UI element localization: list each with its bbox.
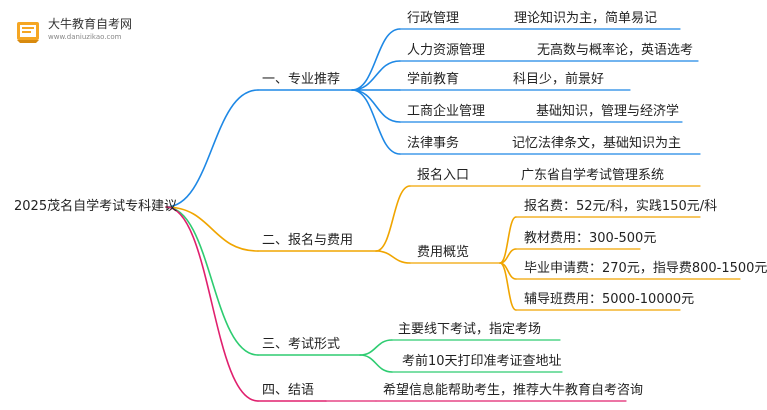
mindmap-canvas: 大牛教育自考网 www.daniuzikao.com 2025茂名自学考试专科建… <box>14 11 767 402</box>
major-note: 无高数与概率论，英语选考 <box>537 43 694 58</box>
root-connector <box>165 206 259 356</box>
mindmap-connectors <box>165 28 741 402</box>
exam-format-item: 主要线下考试，指定考场 <box>398 322 542 337</box>
conclusion-text: 希望信息能帮助考生，推荐大牛教育自考咨询 <box>383 383 644 398</box>
branch-registration-fees: 二、报名与费用 <box>262 233 354 248</box>
child-connector <box>351 89 401 155</box>
major-item: 行政管理 <box>407 11 460 26</box>
fee-item: 辅导班费用：5000-10000元 <box>524 292 695 307</box>
fee-overview-label: 费用概览 <box>417 245 470 260</box>
fee-item: 教材费用：300-500元 <box>524 231 657 246</box>
fee-connector <box>499 262 517 311</box>
child-connector <box>351 28 401 91</box>
major-item: 工商企业管理 <box>407 104 486 119</box>
logo-subtitle: www.daniuzikao.com <box>48 33 122 41</box>
site-logo: 大牛教育自考网 www.daniuzikao.com <box>14 14 174 48</box>
child-connector <box>351 89 401 123</box>
child-connector <box>375 250 411 264</box>
fee-item: 报名费：52元/科，实践150元/科 <box>524 199 718 214</box>
major-item: 学前教育 <box>407 72 460 87</box>
branch-exam-format: 三、考试形式 <box>262 337 341 352</box>
registration-entry-note: 广东省自学考试管理系统 <box>521 168 665 183</box>
major-note: 理论知识为主，简单易记 <box>514 11 658 26</box>
major-item: 人力资源管理 <box>407 43 486 58</box>
child-connector <box>359 354 393 373</box>
branch-major-recommendations: 一、专业推荐 <box>262 72 341 87</box>
root-connector <box>165 206 259 402</box>
logo-title: 大牛教育自考网 <box>48 17 133 31</box>
fee-item: 毕业申请费：270元，指导费800-1500元 <box>524 261 767 276</box>
major-note: 记忆法律条文，基础知识为主 <box>512 136 682 151</box>
major-note: 科目少，前景好 <box>513 72 605 87</box>
registration-entry-label: 报名入口 <box>417 168 470 183</box>
exam-format-item: 考前10天打印准考证查地址 <box>402 354 562 369</box>
fee-connector <box>499 216 517 264</box>
child-connector <box>351 60 401 91</box>
major-note: 基础知识，管理与经济学 <box>536 104 680 119</box>
branch-conclusion: 四、结语 <box>262 383 315 398</box>
child-connector <box>359 339 393 356</box>
major-item: 法律事务 <box>407 136 460 151</box>
root-connector <box>165 89 259 208</box>
book-icon <box>17 22 39 43</box>
root-topic: 2025茂名自学考试专科建议 <box>14 199 178 214</box>
child-connector <box>375 185 411 252</box>
root-connector <box>165 206 259 252</box>
